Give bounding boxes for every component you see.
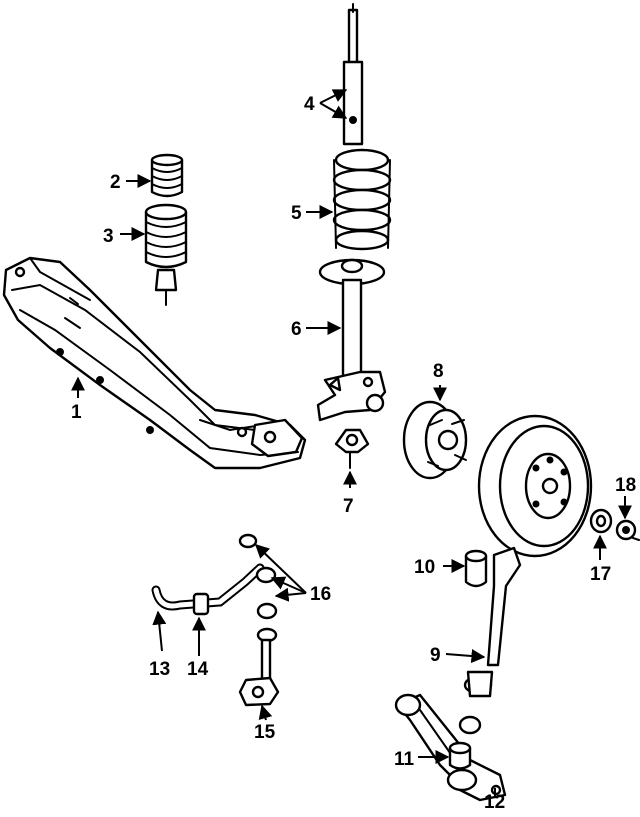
crossmember-part — [2, 256, 307, 470]
callout-9: 9 — [430, 645, 441, 666]
callout-5: 5 — [291, 203, 302, 224]
stabilizer-link-part — [238, 638, 280, 707]
stabilizer-link-bushings-part — [238, 533, 278, 643]
coil-spring-part — [332, 148, 392, 251]
bump-stop-part — [150, 153, 184, 198]
callout-12: 12 — [484, 792, 505, 813]
callout-2: 2 — [110, 172, 121, 193]
radius-rod-part — [463, 546, 522, 698]
callout-17: 17 — [590, 564, 611, 585]
callout-14: 14 — [187, 659, 209, 680]
leader-lines — [71, 89, 632, 796]
strut-boot-part — [144, 203, 188, 306]
bushing-part-17 — [589, 508, 613, 534]
callout-4: 4 — [304, 94, 315, 115]
callout-11: 11 — [394, 749, 415, 770]
callout-18: 18 — [615, 475, 636, 496]
callout-16: 16 — [310, 584, 331, 605]
strut-rod-bushing-part — [464, 549, 488, 588]
callout-1: 1 — [71, 402, 82, 423]
callout-3: 3 — [103, 226, 114, 247]
callout-7: 7 — [343, 496, 354, 517]
wheel-hub-part — [402, 400, 468, 480]
callout-6: 6 — [291, 319, 302, 340]
stabilizer-bar-part — [151, 563, 265, 611]
callout-15: 15 — [254, 722, 276, 743]
control-arm-bushing-part — [448, 741, 472, 770]
strut-assembly-part — [316, 258, 387, 422]
brake-rotor-part — [477, 414, 593, 558]
callout-8: 8 — [433, 361, 444, 382]
callout-10: 10 — [414, 557, 435, 578]
callout-13: 13 — [149, 659, 170, 680]
strut-rod-part — [342, 3, 364, 146]
ball-joint-part — [334, 428, 370, 469]
stabilizer-bushing-part — [192, 592, 210, 616]
nut-part-18 — [615, 519, 640, 541]
